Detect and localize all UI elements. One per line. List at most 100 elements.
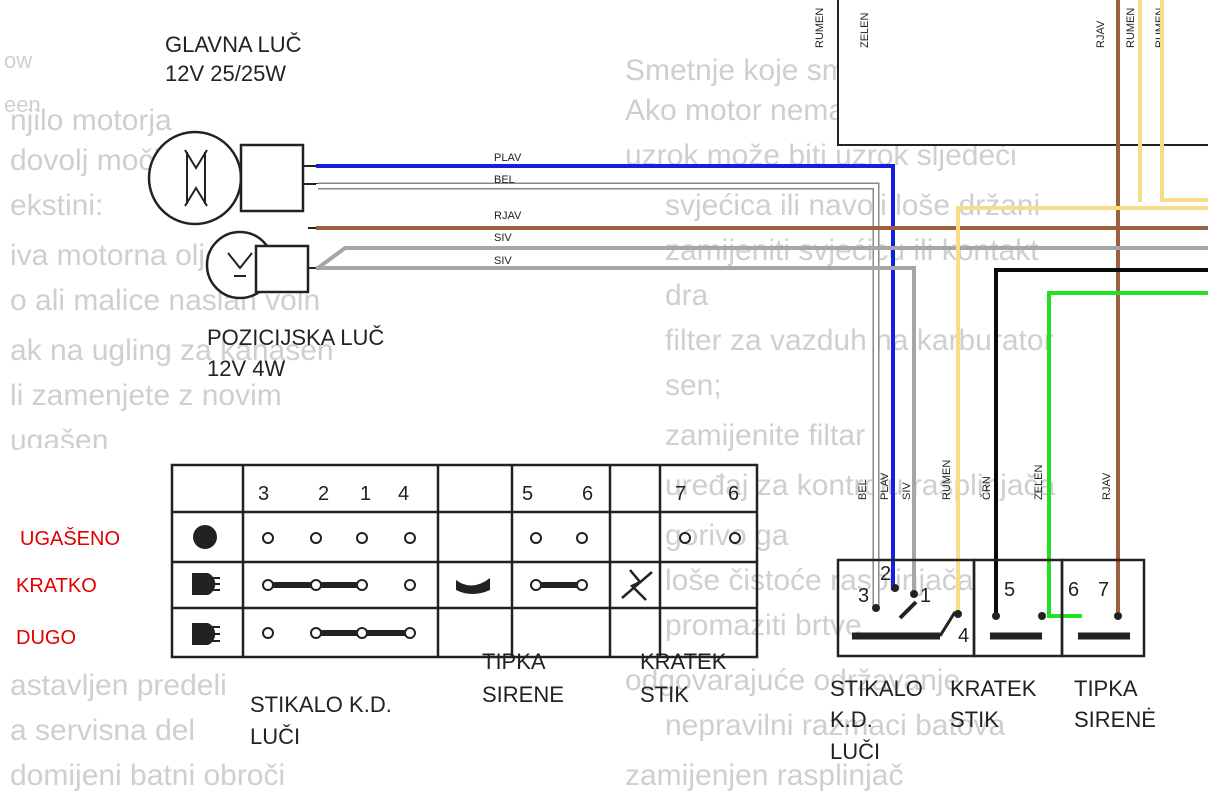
vlabel-rumen: RUMEN [941, 460, 953, 500]
terminal-dot-1 [910, 590, 918, 598]
conn-label-switch-1: STIKALO [830, 676, 923, 701]
terminal-dot-2 [891, 584, 899, 592]
contact-horn-5 [530, 532, 542, 544]
legend-off: UGAŠENO [20, 527, 120, 550]
vlabel-rjav: RJAV [1101, 472, 1113, 500]
high-beam-icon [192, 623, 216, 645]
bg-right-5: zamijeniti svjećicu ili kontakt [665, 234, 1039, 267]
headlight-pins [303, 165, 322, 185]
contact-kill-7 [679, 532, 691, 544]
vlabel-bel: BEL [857, 479, 869, 500]
table-label-kill-2: STIK [640, 682, 689, 707]
low-beam-rays-icon [212, 577, 220, 591]
conn-label-horn-2: SIRENĖ [1074, 707, 1156, 732]
contact-off-2 [310, 532, 322, 544]
position-socket [254, 244, 310, 294]
table-terminal-2: 2 [318, 483, 329, 505]
position-lamp: POZICIJSKA LUČ 12V 4W [205, 227, 384, 381]
wire-label-bel: BEL [494, 174, 515, 186]
conn-label-switch-2: K.D. [830, 707, 873, 732]
bg-right-8: sen; [665, 369, 722, 402]
legend-high-beam: DUGO [16, 627, 76, 649]
wire-label-siv-2: SIV [494, 255, 512, 267]
bg-edge-1: ow [4, 48, 32, 73]
terminal-dot-3 [872, 604, 880, 612]
contact-high-4 [404, 627, 416, 639]
contact-off-3 [262, 532, 274, 544]
contact-high-1 [356, 627, 368, 639]
wire-yellow [956, 206, 1208, 614]
table-grid [172, 465, 757, 657]
paper-patch-top [0, 0, 620, 12]
contact-horn-5b [530, 579, 542, 591]
table-terminal-4: 4 [398, 483, 409, 505]
wire-gray-2 [316, 266, 916, 594]
top-label-rumen-2: RUMEN [1125, 8, 1137, 48]
terminal-dot-5 [992, 612, 1000, 620]
wire-white [316, 184, 878, 610]
top-right-frame: RUMEN ZELEN RJAV RUMEN RUMEN [814, 0, 1208, 146]
connector-horn-box [1060, 558, 1146, 658]
frame-box-fill [838, 0, 1208, 145]
bg-right-6: dra [665, 279, 709, 312]
switch-lever [938, 611, 957, 637]
bg-right-16: zamijenjen rasplinjač [625, 759, 903, 792]
position-lamp-spec: 12V 4W [207, 356, 285, 381]
light-off-icon [193, 525, 217, 549]
legend-low-beam: KRATKO [16, 575, 97, 597]
table-label-switch-1: STIKALO K.D. [250, 692, 392, 717]
conn-label-kill-1: KRATEK [950, 676, 1037, 701]
table-terminal-6b: 6 [728, 483, 739, 505]
table-label-horn-2: SIRENE [482, 682, 564, 707]
headlight-title: GLAVNA LUČ [165, 32, 302, 57]
conn-t1: 1 [920, 585, 931, 607]
contact-high-3 [262, 627, 274, 639]
bg-left-6: ak na ugling za kanasen [10, 334, 334, 367]
top-label-rjav: RJAV [1095, 20, 1107, 48]
bg-left-1: njilo motorja [10, 104, 172, 137]
headlight-lamp: GLAVNA LUČ 12V 25/25W [147, 32, 322, 226]
terminal-dot-4 [954, 610, 962, 618]
conn-t7: 7 [1098, 579, 1109, 601]
conn-t5: 5 [1004, 579, 1015, 601]
headlight-spec: 12V 25/25W [165, 61, 286, 86]
headlight-socket [239, 143, 305, 213]
table-terminal-7: 7 [675, 483, 686, 505]
contact-horn-6 [576, 532, 588, 544]
table-label-horn-1: TIPKA [482, 649, 546, 674]
table-terminal-5: 5 [522, 483, 533, 505]
bg-left-3: ekstini: [10, 189, 103, 222]
bg-left-9: astavljen predeli [10, 669, 227, 702]
wire-yellow-vertical-b [1160, 0, 1208, 202]
top-label-rumen-1: RUMEN [814, 8, 826, 48]
bg-left-10: a servisna del [10, 714, 195, 747]
horn-icon [456, 578, 490, 594]
wire-gray-1 [315, 246, 1208, 271]
table-terminal-1: 1 [360, 483, 371, 505]
legend-background [0, 508, 160, 668]
vlabel-zelen: ZELEN [1033, 464, 1045, 500]
conn-label-horn-1: TIPKA [1074, 676, 1138, 701]
conn-t6: 6 [1068, 579, 1079, 601]
conn-label-kill-2: STIK [950, 707, 999, 732]
contact-low-2 [310, 579, 322, 591]
wire-label-plav: PLAV [494, 152, 522, 164]
bg-right-13: promaziti brtve [665, 609, 862, 642]
vlabel-plav: PLAV [879, 472, 891, 500]
headlight-filament-icon [184, 149, 208, 207]
bg-right-7: filter za vazduh na karburator [665, 324, 1054, 357]
vlabel-crn: ČRN [980, 476, 993, 500]
contact-low-4 [404, 579, 416, 591]
contact-off-4 [404, 532, 416, 544]
table-terminal-6: 6 [582, 483, 593, 505]
wire-black [994, 268, 1208, 614]
switch-table: 3 2 1 4 5 6 7 6 [170, 463, 759, 749]
conn-t4: 4 [958, 625, 969, 647]
bg-right-12: loše čistoće rasplinjača [665, 564, 974, 597]
bg-right-10: uređaj za kontrolu rasplinjača [665, 469, 1056, 502]
table-label-switch-2: LUČI [250, 724, 300, 749]
conn-t3: 3 [858, 585, 869, 607]
high-beam-rays-icon [212, 626, 220, 642]
contact-high-2 [310, 627, 322, 639]
